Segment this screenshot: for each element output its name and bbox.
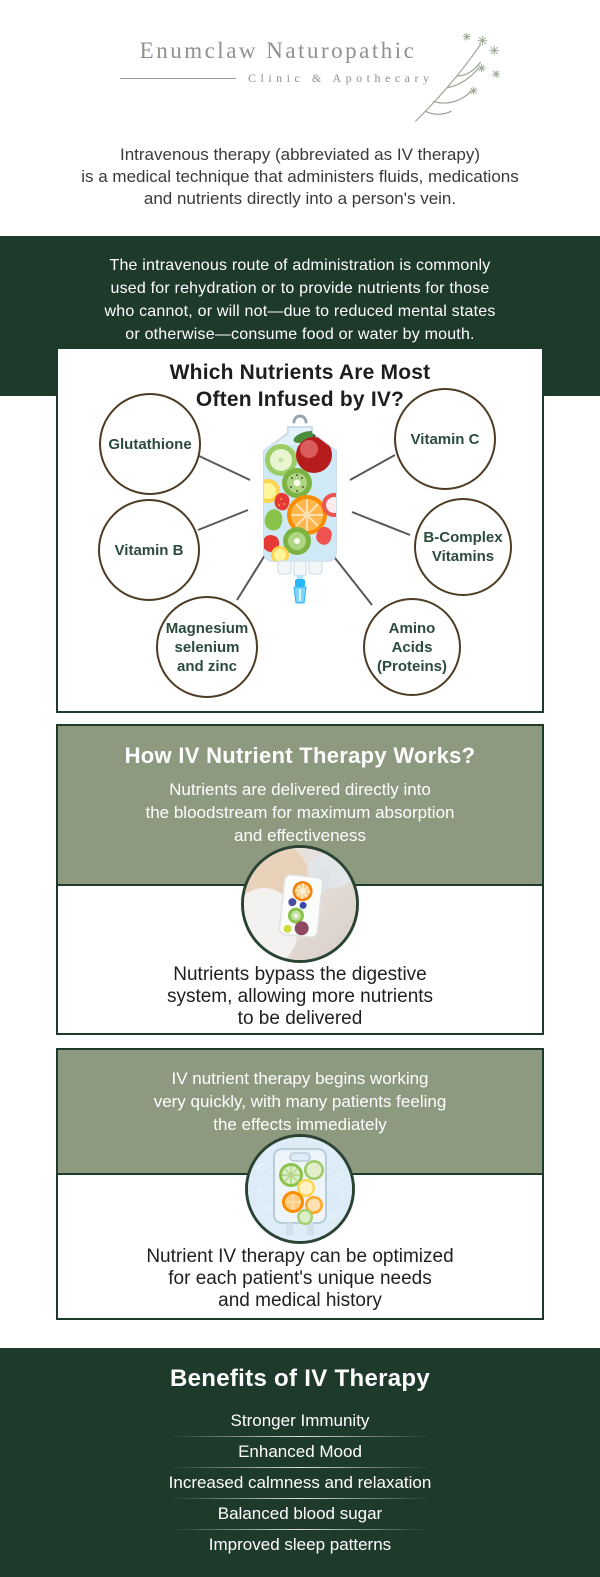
speed-title-line: IV nutrient therapy begins working	[171, 1069, 429, 1088]
nutrients-title-line: Often Infused by IV?	[195, 388, 405, 411]
how-it-works-card: How IV Nutrient Therapy Works? Nutrients…	[56, 724, 544, 1035]
benefits-list: Stronger Immunity Enhanced Mood Increase…	[0, 1406, 600, 1560]
how-subtitle: Nutrients are delivered directly into th…	[58, 778, 542, 847]
benefit-item: Balanced blood sugar	[217, 1504, 383, 1523]
banner-line: or otherwise—consume food or water by mo…	[125, 326, 475, 343]
clinic-logo: Enumclaw Naturopathic Clinic & Apothecar…	[112, 38, 444, 86]
nutrient-circle-vitamin-b: Vitamin B	[98, 499, 200, 601]
nutrient-circle-b-complex: B-Complex Vitamins	[414, 498, 512, 596]
intro-paragraph: Intravenous therapy (abbreviated as IV t…	[0, 144, 600, 210]
how-note-line: Nutrients bypass the digestive	[173, 964, 427, 985]
intro-line: is a medical technique that administers …	[81, 167, 519, 186]
nutrient-label: B-Complex Vitamins	[423, 529, 503, 565]
nutrient-circle-magnesium: Magnesium selenium and zinc	[156, 596, 258, 698]
nutrient-circle-glutathione: Glutathione	[99, 393, 201, 495]
speed-note-line: for each patient's unique needs	[168, 1268, 432, 1289]
speed-title: IV nutrient therapy begins working very …	[58, 1050, 542, 1136]
how-subtitle-line: the bloodstream for maximum absorption	[145, 803, 455, 822]
banner-line: The intravenous route of administration …	[109, 257, 491, 274]
how-note-line: system, allowing more nutrients	[166, 986, 434, 1007]
benefit-item: Stronger Immunity	[230, 1411, 370, 1430]
benefits-title: Benefits of IV Therapy	[170, 1365, 430, 1392]
clinic-logo-tagline-row: Clinic & Apothecary	[112, 71, 444, 86]
nutrient-label: Vitamin B	[114, 541, 184, 559]
speed-note: Nutrient IV therapy can be optimized for…	[58, 1246, 542, 1312]
nutrients-title: Which Nutrients Are Most Often Infused b…	[58, 359, 542, 413]
clinic-logo-name: Enumclaw Naturopathic	[139, 38, 417, 63]
how-subtitle-line: Nutrients are delivered directly into	[169, 780, 431, 799]
intro-line: Intravenous therapy (abbreviated as IV t…	[119, 145, 481, 164]
hand-holding-fruit-iv-bag-photo	[241, 845, 359, 963]
benefits-section: Benefits of IV Therapy Stronger Immunity…	[0, 1348, 600, 1577]
nutrients-title-line: Which Nutrients Are Most	[169, 361, 431, 384]
benefit-divider	[170, 1529, 430, 1530]
speed-title-line: very quickly, with many patients feeling	[153, 1092, 447, 1111]
iv-fruit-bag-illustration	[250, 405, 350, 605]
nutrient-label: Magnesium selenium and zinc	[165, 619, 249, 675]
speed-note-line: and medical history	[218, 1290, 382, 1311]
fast-acting-card: IV nutrient therapy begins working very …	[56, 1048, 544, 1320]
logo-rule	[120, 78, 236, 79]
nutrient-circle-vitamin-c: Vitamin C	[394, 388, 496, 490]
banner-line: who cannot, or will not—due to reduced m…	[104, 303, 496, 320]
benefit-item: Enhanced Mood	[238, 1442, 362, 1461]
how-note: Nutrients bypass the digestive system, a…	[58, 964, 542, 1030]
nutrient-circle-amino-acids: Amino Acids (Proteins)	[363, 598, 461, 696]
benefit-item: Improved sleep patterns	[208, 1535, 392, 1554]
nutrient-label: Glutathione	[108, 435, 192, 453]
speed-title-line: the effects immediately	[213, 1115, 387, 1134]
benefit-item: Increased calmness and relaxation	[168, 1473, 432, 1492]
how-title: How IV Nutrient Therapy Works?	[124, 743, 476, 768]
benefit-divider	[170, 1498, 430, 1499]
nutrients-card: Which Nutrients Are Most Often Infused b…	[56, 347, 544, 713]
speed-note-line: Nutrient IV therapy can be optimized	[146, 1246, 454, 1267]
benefit-divider	[170, 1436, 430, 1437]
intro-banner-text: The intravenous route of administration …	[0, 236, 600, 346]
connector-lines	[196, 454, 411, 606]
benefit-divider	[170, 1467, 430, 1468]
banner-line: used for rehydration or to provide nutri…	[110, 280, 490, 297]
how-note-line: to be delivered	[237, 1008, 363, 1029]
clinic-logo-tagline: Clinic & Apothecary	[248, 71, 434, 85]
nutrient-label: Vitamin C	[410, 430, 480, 448]
botanical-sprig-icon	[415, 32, 501, 122]
nutrient-label: Amino Acids (Proteins)	[376, 619, 447, 675]
how-subtitle-line: and effectiveness	[234, 826, 366, 845]
intro-line: and nutrients directly into a person's v…	[143, 189, 457, 208]
citrus-iv-bag-in-water-photo	[245, 1134, 355, 1244]
